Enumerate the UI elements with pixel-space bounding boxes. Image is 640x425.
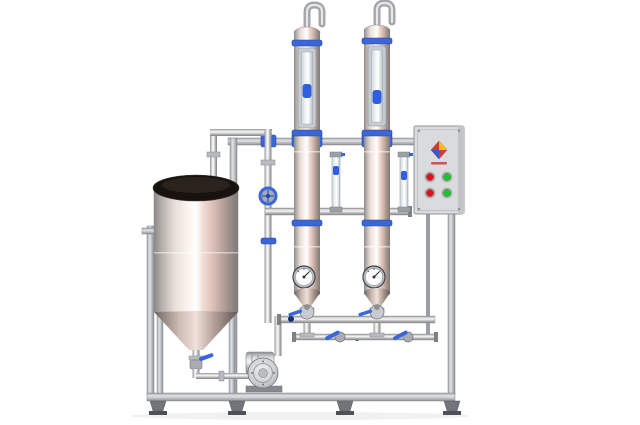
manifold-pipe-lower	[295, 333, 436, 341]
flow-meter-wingnut	[409, 153, 413, 156]
tank-outlet-valve	[189, 353, 214, 370]
flow-meter-glass	[399, 156, 409, 210]
riser-clamp	[206, 151, 221, 158]
floor-shadow	[130, 412, 470, 420]
clamp-band	[291, 39, 323, 47]
flow-meter-float	[333, 166, 339, 175]
panel-screw	[457, 207, 461, 211]
conical-tank	[152, 174, 249, 394]
clamp-band	[291, 219, 323, 227]
drain-stub	[303, 323, 311, 336]
weld-seam	[364, 151, 390, 153]
tank-shell	[153, 187, 239, 313]
weld-seam	[294, 151, 320, 153]
leveling-feet	[149, 400, 461, 415]
pilot-light-red-2	[426, 189, 434, 197]
pressure-gauge-2	[362, 265, 386, 293]
membrane-column-1	[291, 1, 326, 318]
tank-outlet-stub	[192, 350, 200, 357]
sight-glass-1	[297, 47, 317, 129]
top-return-pipe	[210, 129, 272, 136]
drain-stub	[373, 323, 381, 336]
pump-bolt	[273, 372, 275, 374]
foot	[228, 400, 246, 415]
clamp-band	[291, 129, 323, 137]
left-process-pipe	[264, 129, 272, 323]
control-panel	[413, 125, 465, 215]
sight-glass-2	[367, 45, 387, 127]
pump-bolt	[251, 372, 253, 374]
foot	[149, 400, 167, 415]
manifold-end-cap	[434, 332, 438, 342]
manifold-end-cap	[277, 314, 281, 325]
brand-logo	[430, 140, 448, 160]
pilot-light-green-1	[443, 173, 451, 181]
pilot-light-red-1	[426, 173, 434, 181]
clamp-band	[361, 129, 393, 137]
column-bottom-cone	[364, 293, 390, 306]
pump-volute-ring	[253, 363, 273, 383]
frame-bottom-rail	[146, 392, 456, 402]
panel-screw	[417, 129, 421, 133]
sight-glass-float	[372, 90, 382, 104]
brand-text-mark	[431, 162, 447, 165]
clamp-band	[361, 37, 393, 45]
tank-lid-highlight	[162, 177, 230, 193]
pipe-clamp	[260, 159, 276, 166]
feed-pump	[245, 351, 283, 393]
sight-glass-window	[371, 49, 383, 123]
handwheel-valve	[258, 186, 278, 206]
pump-bolt	[262, 360, 264, 363]
frame-left-post	[146, 225, 155, 396]
diaphragm-valve-2	[358, 304, 385, 320]
pump-hub	[258, 368, 268, 378]
pilot-lights	[424, 171, 453, 199]
weld-seam	[154, 252, 238, 254]
pump-bolt	[262, 383, 264, 386]
flow-meter-float	[401, 171, 407, 180]
lever-valve-2	[393, 330, 414, 343]
panel-screw	[417, 207, 421, 211]
pilot-light-green-2	[443, 189, 451, 197]
clamp-band	[361, 219, 393, 227]
bottom-manifold	[274, 212, 438, 356]
clamp-band	[260, 237, 277, 245]
foot	[443, 400, 461, 415]
sight-glass-float	[302, 84, 312, 98]
flow-meter-2	[397, 151, 413, 213]
clamp	[369, 332, 385, 338]
clamp	[218, 370, 225, 382]
flow-meter-glass	[331, 156, 341, 210]
flow-meter-wingnut	[341, 153, 345, 156]
gooseneck-vent	[373, 0, 396, 32]
tank-cone	[154, 312, 238, 350]
lever-valve-1	[325, 330, 346, 343]
panel-enclosure	[413, 125, 465, 215]
diaphragm-valve-1	[288, 304, 315, 320]
sample-knob	[288, 316, 294, 322]
weld-seam	[294, 246, 320, 248]
flow-meter-1	[329, 151, 345, 213]
panel-screw	[457, 129, 461, 133]
clamp	[299, 332, 315, 338]
gooseneck-highlight	[305, 3, 324, 30]
foot	[336, 400, 354, 415]
weld-seam	[364, 246, 390, 248]
membrane-column-2	[361, 0, 396, 318]
panel-door-line	[417, 129, 461, 211]
manifold-end-cap	[292, 332, 296, 342]
panel-side-shade	[458, 126, 464, 214]
pump-discharge-pipe	[274, 316, 282, 356]
gooseneck-highlight	[375, 1, 394, 30]
column-bottom-cone	[294, 293, 320, 306]
gooseneck-vent	[303, 1, 326, 32]
panel-conduit	[426, 212, 430, 336]
